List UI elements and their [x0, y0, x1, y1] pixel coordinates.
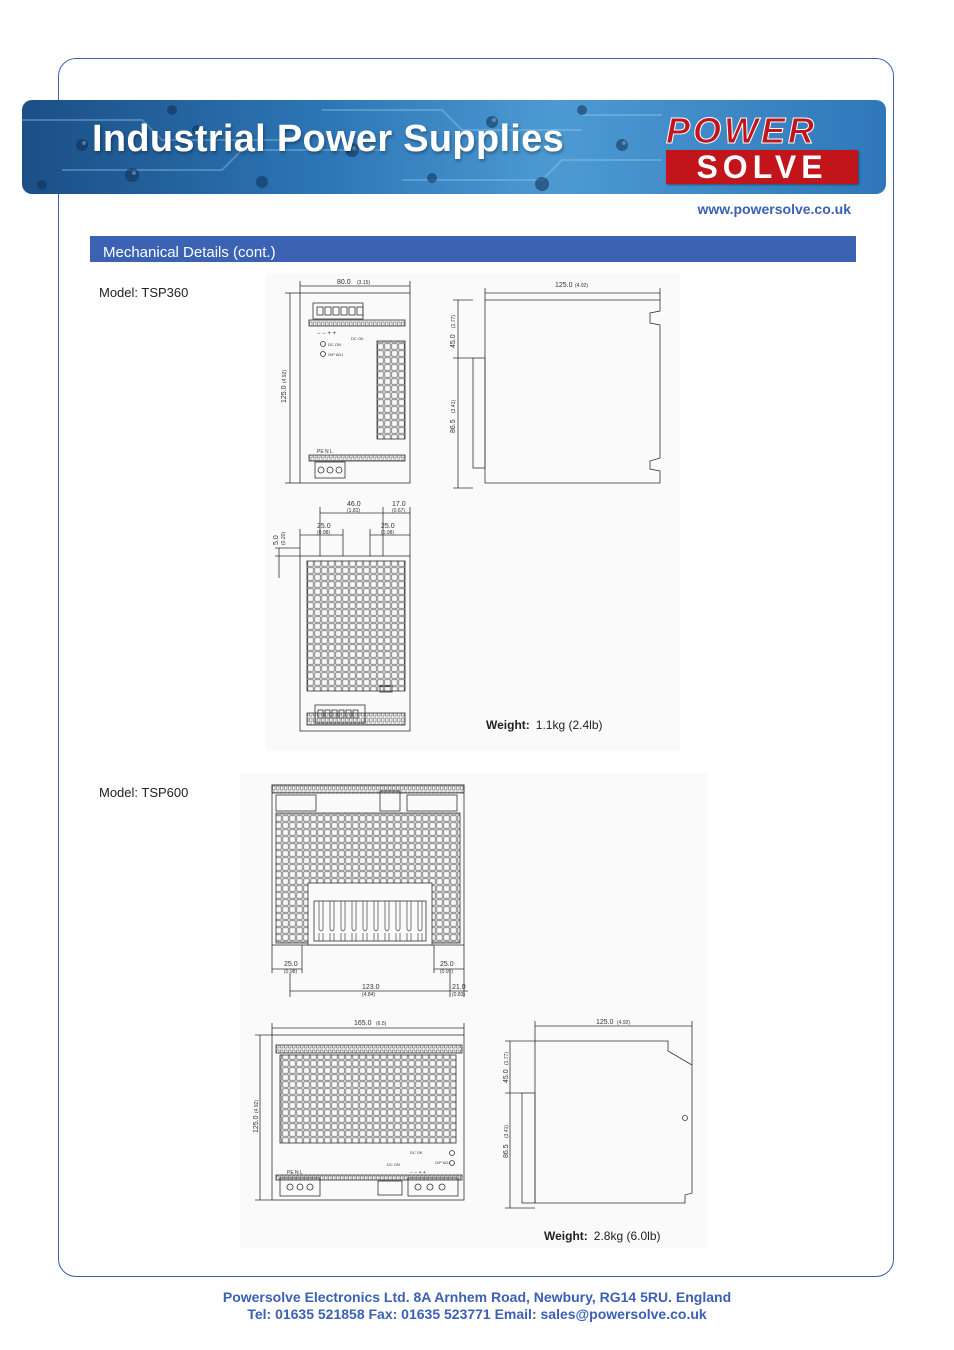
footer-contact: Tel: 01635 521858 Fax: 01635 523771 Emai…	[247, 1306, 707, 1322]
section-header: Mechanical Details (cont.)	[90, 236, 856, 262]
model-label-tsp600: Model: TSP600	[99, 785, 189, 800]
svg-text:(4.84): (4.84)	[362, 992, 375, 998]
tsp360-mechanical-drawing: − − + + DC OK DC ON O/P ADJ PE N L 80.0 …	[265, 273, 680, 751]
svg-text:80.0: 80.0	[337, 279, 351, 286]
svg-text:21.0: 21.0	[452, 984, 466, 991]
svg-text:DC ON: DC ON	[387, 1162, 400, 1167]
svg-text:123.0: 123.0	[362, 984, 380, 991]
svg-text:(1.77): (1.77)	[451, 315, 457, 328]
svg-text:17.0: 17.0	[392, 501, 406, 508]
svg-text:(3.15): (3.15)	[357, 280, 370, 286]
page-frame	[58, 58, 894, 1277]
footer-address: Powersolve Electronics Ltd. 8A Arnhem Ro…	[222, 1289, 732, 1305]
logo-bottom-text: SOLVE	[666, 150, 858, 184]
website-link[interactable]: www.powersolve.co.uk	[697, 201, 851, 217]
weight-label: Weight:	[544, 1229, 588, 1243]
svg-text:(1.77): (1.77)	[504, 1052, 510, 1065]
svg-text:5.0: 5.0	[273, 535, 280, 545]
tsp360-side-view: 125.0 (4.92) 45.0 (1.77) 86.5 (3.41)	[450, 282, 661, 489]
svg-text:25.0: 25.0	[381, 523, 395, 530]
svg-text:(3.41): (3.41)	[451, 400, 457, 413]
model-label-tsp360: Model: TSP360	[99, 285, 189, 300]
svg-text:(4.92): (4.92)	[575, 283, 588, 289]
tsp360-weight: Weight: 1.1kg (2.4lb)	[486, 718, 602, 732]
svg-text:− − + +: − − + +	[410, 1170, 426, 1176]
powersolve-logo: POWER SOLVE	[660, 110, 866, 186]
svg-text:25.0: 25.0	[284, 961, 298, 968]
tsp600-top-view: 25.0 (0.98) 25.0 (0.98) 123.0 (4.84) 21.…	[271, 784, 468, 998]
svg-text:125.0: 125.0	[555, 282, 573, 289]
svg-text:− − + +: − − + +	[317, 331, 337, 337]
svg-text:86.5: 86.5	[503, 1144, 510, 1158]
svg-text:O/P ADJ: O/P ADJ	[435, 1160, 450, 1165]
svg-text:PE N L: PE N L	[317, 449, 333, 455]
svg-text:125.0: 125.0	[281, 385, 288, 403]
svg-text:(1.81): (1.81)	[347, 508, 360, 514]
svg-text:125.0: 125.0	[596, 1019, 614, 1026]
svg-text:(4.92): (4.92)	[254, 1100, 260, 1113]
svg-text:O/P ADJ: O/P ADJ	[328, 352, 343, 357]
tsp600-weight: Weight: 2.8kg (6.0lb)	[544, 1229, 660, 1243]
tsp600-mechanical-drawing: 25.0 (0.98) 25.0 (0.98) 123.0 (4.84) 21.…	[240, 773, 708, 1248]
section-title: Mechanical Details (cont.)	[103, 244, 276, 261]
svg-text:45.0: 45.0	[503, 1069, 510, 1083]
svg-text:(6.5): (6.5)	[376, 1021, 387, 1027]
svg-text:PE N L: PE N L	[287, 1170, 303, 1176]
svg-text:(0.98): (0.98)	[440, 969, 453, 975]
svg-text:46.0: 46.0	[347, 501, 361, 508]
svg-text:125.0: 125.0	[253, 1115, 260, 1133]
weight-value: 1.1kg (2.4lb)	[535, 718, 603, 732]
svg-text:25.0: 25.0	[440, 961, 454, 968]
svg-text:(4.92): (4.92)	[282, 370, 288, 383]
svg-text:86.5: 86.5	[450, 419, 457, 433]
tsp360-front-view: − − + + DC OK DC ON O/P ADJ PE N L 80.0 …	[281, 279, 411, 484]
svg-text:(0.83): (0.83)	[452, 992, 465, 998]
weight-value: 2.8kg (6.0lb)	[593, 1229, 661, 1243]
banner-title: Industrial Power Supplies	[92, 118, 565, 160]
svg-text:(0.98): (0.98)	[284, 969, 297, 975]
svg-text:(0.98): (0.98)	[381, 530, 394, 536]
svg-text:(0.67): (0.67)	[392, 508, 405, 514]
tsp600-side-view: 125.0 (4.92) 45.0 (1.77) 86.5 (3.41)	[503, 1019, 693, 1209]
tsp360-top-view: 46.0 (1.81) 17.0 (0.67) 25.0 (0.98) 25.0…	[273, 501, 411, 732]
svg-text:45.0: 45.0	[450, 334, 457, 348]
circuit-board-background	[22, 105, 662, 191]
svg-text:(0.98): (0.98)	[317, 530, 330, 536]
tsp600-front-view: DC OK O/P ADJ DC ON PE N L − − + + 165.0…	[253, 1020, 465, 1201]
svg-text:(0.20): (0.20)	[281, 532, 287, 545]
svg-text:165.0: 165.0	[354, 1020, 372, 1027]
svg-text:DC ON: DC ON	[328, 342, 341, 347]
svg-text:(3.41): (3.41)	[504, 1125, 510, 1138]
weight-label: Weight:	[486, 718, 530, 732]
svg-text:25.0: 25.0	[317, 523, 331, 530]
svg-text:DC OK: DC OK	[410, 1150, 423, 1155]
logo-top-text: POWER	[665, 110, 818, 152]
svg-text:(4.92): (4.92)	[617, 1020, 630, 1026]
header-banner: Industrial Power Supplies POWER SOLVE	[22, 100, 886, 194]
svg-text:DC OK: DC OK	[351, 336, 364, 341]
